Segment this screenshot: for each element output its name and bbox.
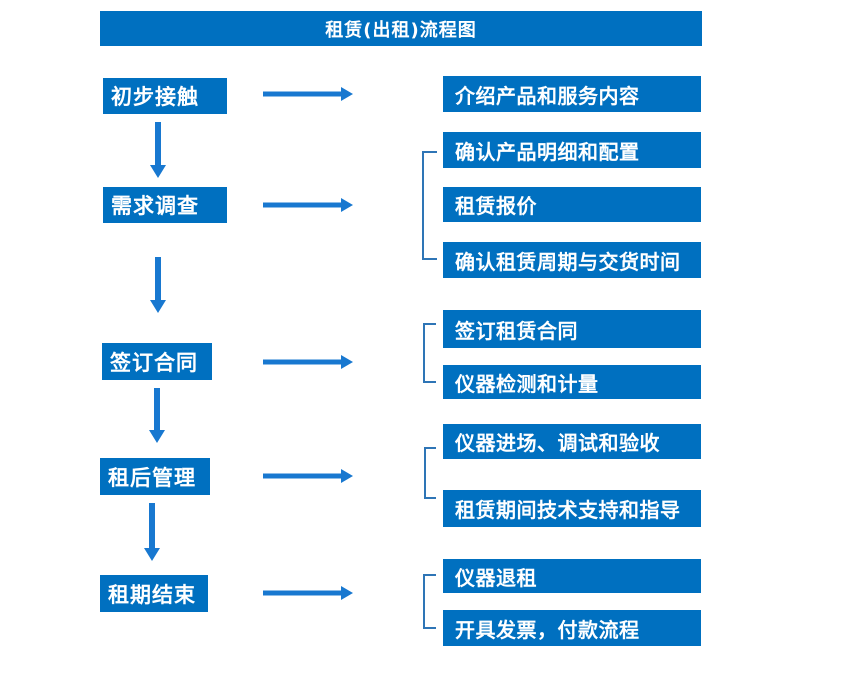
bracket-group-rental-end [423, 574, 436, 629]
bracket-group-sign-contract [423, 323, 436, 383]
detail-box-sign-rental-contract: 签订租赁合同 [443, 310, 701, 348]
detail-label: 确认产品明细和配置 [455, 139, 640, 164]
step-box-rental-end: 租期结束 [100, 575, 208, 612]
detail-box-technical-support: 租赁期间技术支持和指导 [443, 490, 701, 527]
detail-label: 仪器退租 [455, 565, 537, 590]
step-box-sign-contract: 签订合同 [102, 343, 212, 380]
down-arrow-2 [150, 257, 166, 313]
detail-box-invoice-payment: 开具发票，付款流程 [443, 610, 701, 646]
detail-label: 租赁报价 [455, 194, 537, 218]
step-label: 初步接触 [111, 85, 199, 109]
step-label: 租期结束 [108, 582, 196, 607]
detail-label: 介绍产品和服务内容 [455, 83, 640, 108]
step-box-demand-survey: 需求调查 [103, 187, 227, 223]
detail-label: 确认租赁周期与交货时间 [455, 249, 681, 274]
detail-box-confirm-period-delivery: 确认租赁周期与交货时间 [443, 242, 701, 278]
step-label: 签订合同 [110, 350, 198, 375]
detail-label: 仪器检测和计量 [455, 371, 599, 396]
detail-label: 开具发票，付款流程 [455, 617, 640, 642]
detail-box-instrument-return: 仪器退租 [443, 559, 701, 593]
step-label: 需求调查 [111, 194, 199, 218]
detail-box-confirm-product-config: 确认产品明细和配置 [443, 132, 701, 168]
step-box-initial-contact: 初步接触 [103, 78, 227, 114]
down-arrow-1 [150, 122, 166, 178]
bracket-group-post-rental [424, 447, 436, 499]
right-arrow-rental-end [263, 586, 353, 600]
detail-label: 租赁期间技术支持和指导 [455, 498, 681, 522]
right-arrow-initial-contact [263, 87, 353, 101]
step-box-post-rental-management: 租后管理 [100, 458, 210, 495]
right-arrow-sign-contract [263, 355, 353, 369]
detail-label: 签订租赁合同 [455, 318, 578, 343]
title-bar: 租赁(出租)流程图 [100, 11, 702, 46]
page-title: 租赁(出租)流程图 [325, 19, 477, 41]
detail-box-instrument-setup-acceptance: 仪器进场、调试和验收 [443, 424, 701, 459]
down-arrow-4 [144, 503, 160, 561]
bracket-group-demand-survey [422, 151, 437, 260]
detail-label: 仪器进场、调试和验收 [455, 431, 660, 455]
right-arrow-post-rental [263, 469, 353, 483]
down-arrow-3 [149, 388, 165, 443]
detail-box-introduce-products-services: 介绍产品和服务内容 [443, 76, 701, 112]
detail-box-instrument-testing: 仪器检测和计量 [443, 365, 701, 399]
right-arrow-demand-survey [263, 198, 353, 212]
detail-box-rental-quotation: 租赁报价 [443, 187, 701, 222]
step-label: 租后管理 [108, 465, 196, 490]
